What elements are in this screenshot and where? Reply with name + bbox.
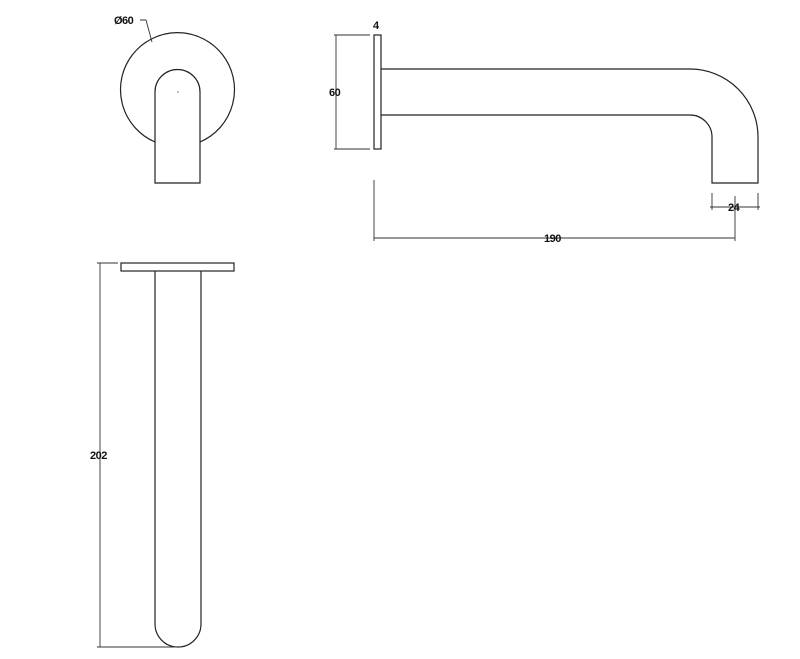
top-view: 202 [90,262,235,648]
thickness-label: 4 [373,20,380,32]
height-dimension-line [334,34,370,150]
spout-side-outline [381,68,759,184]
total-length-label: 202 [90,450,107,462]
spout-front-outline [154,68,201,184]
height-label: 60 [329,87,341,99]
diameter-leader [140,19,153,43]
diameter-label: Ø60 [114,15,134,27]
total-length-dimension-line [97,262,178,648]
length-dimension-line [373,180,736,241]
side-view: 60 4 190 24 [329,20,760,245]
center-point [177,91,179,93]
spout-diameter-label: 24 [728,202,741,214]
front-view: Ø60 [114,15,236,184]
wall-plate-side [373,34,382,150]
length-label: 190 [544,233,561,245]
diameter-dimension-line [710,193,760,210]
spout-top-outline [154,271,202,648]
wall-plate-top [120,262,235,272]
wall-plate-circle [119,32,236,143]
